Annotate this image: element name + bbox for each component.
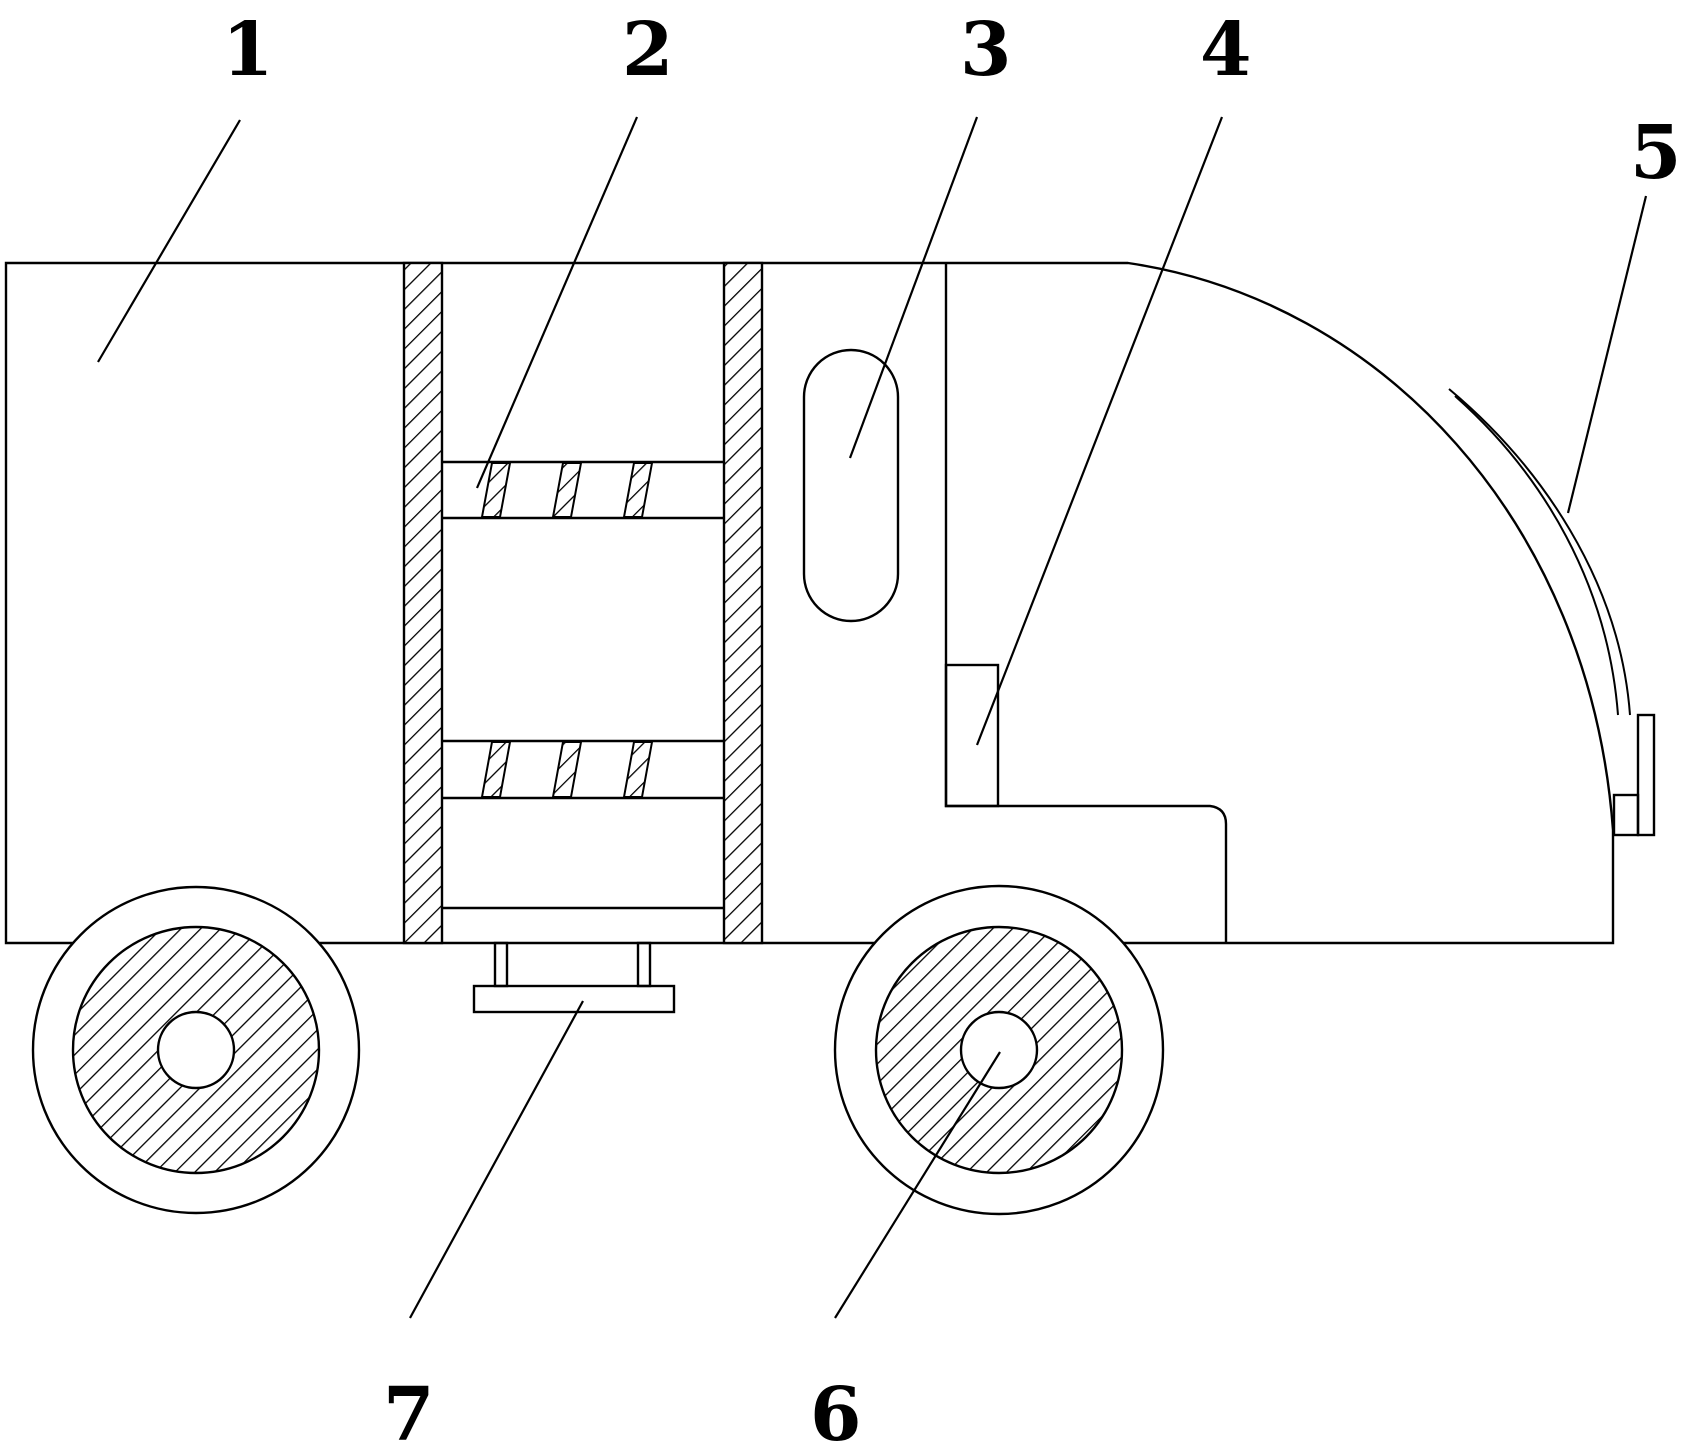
leader-7 bbox=[409, 1000, 584, 1319]
leader-3 bbox=[848, 116, 979, 459]
vehicle-body bbox=[4, 261, 1615, 945]
callout-2: 2 bbox=[622, 7, 674, 93]
bottom-support-stand bbox=[472, 941, 676, 1014]
leader-2 bbox=[475, 116, 639, 489]
callout-5: 5 bbox=[1630, 110, 1682, 196]
side-window bbox=[802, 348, 900, 623]
front-wheel bbox=[833, 884, 1165, 1216]
callout-labels: 1 2 3 4 5 6 7 bbox=[222, 7, 1682, 1450]
ladder-rack bbox=[402, 261, 764, 945]
front-protective-strip bbox=[1448, 388, 1656, 837]
leader-4 bbox=[975, 116, 1224, 746]
leader-5 bbox=[1566, 195, 1648, 514]
cab-door-panel bbox=[944, 263, 1228, 943]
lower-rung-springs bbox=[480, 741, 654, 798]
callout-3: 3 bbox=[960, 7, 1012, 93]
callout-4: 4 bbox=[1200, 7, 1252, 93]
upper-rung-springs bbox=[480, 462, 654, 518]
leader-6 bbox=[834, 1051, 1001, 1319]
leader-1 bbox=[97, 119, 241, 363]
callout-6: 6 bbox=[810, 1372, 862, 1450]
callout-1: 1 bbox=[222, 7, 274, 93]
leader-lines bbox=[97, 116, 1648, 1319]
rear-wheel bbox=[31, 885, 361, 1215]
callout-7: 7 bbox=[383, 1372, 435, 1450]
